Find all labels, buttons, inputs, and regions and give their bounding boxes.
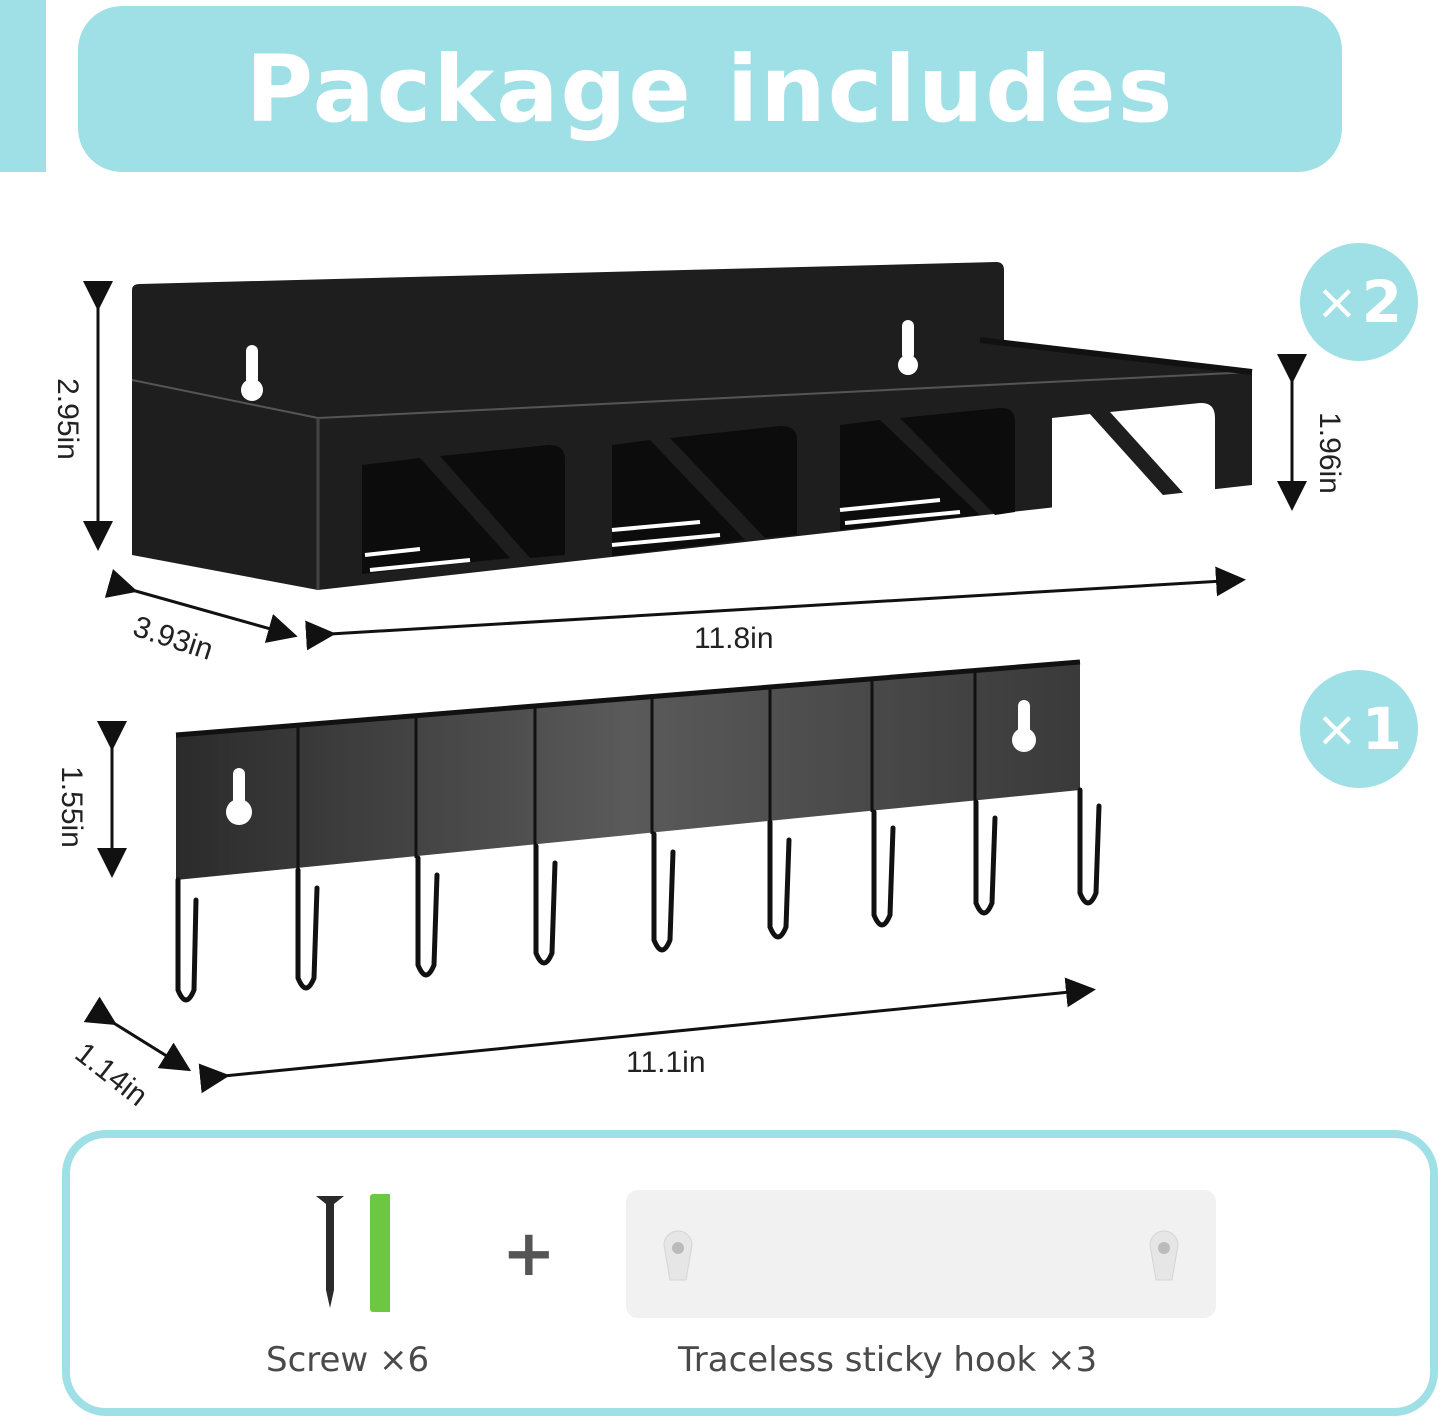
shelf-width-label: 11.8in: [694, 622, 774, 655]
quantity-badge-hook-rack: ×1: [1300, 670, 1418, 788]
title-banner: Package includes: [78, 6, 1342, 172]
quantity-badge-shelf: ×2: [1300, 243, 1418, 361]
screw-label: Screw ×6: [266, 1340, 430, 1380]
screw-and-anchor-icon: [316, 1194, 390, 1312]
shelf-height-label: 2.95in: [50, 378, 84, 460]
rack-width-label: 11.1in: [626, 1046, 706, 1079]
rack-height-label: 1.55in: [54, 766, 88, 848]
spice-shelf-illustration: [83, 262, 1307, 651]
hook-rack-illustration: [83, 659, 1102, 1094]
side-accent-bar: [0, 0, 46, 172]
plus-sign: +: [502, 1217, 556, 1291]
page-title: Package includes: [245, 35, 1175, 143]
shelf-front-height-label: 1.96in: [1312, 412, 1346, 494]
adhesive-pad-icon: [626, 1190, 1216, 1318]
sticky-hook-label: Traceless sticky hook ×3: [678, 1340, 1098, 1380]
